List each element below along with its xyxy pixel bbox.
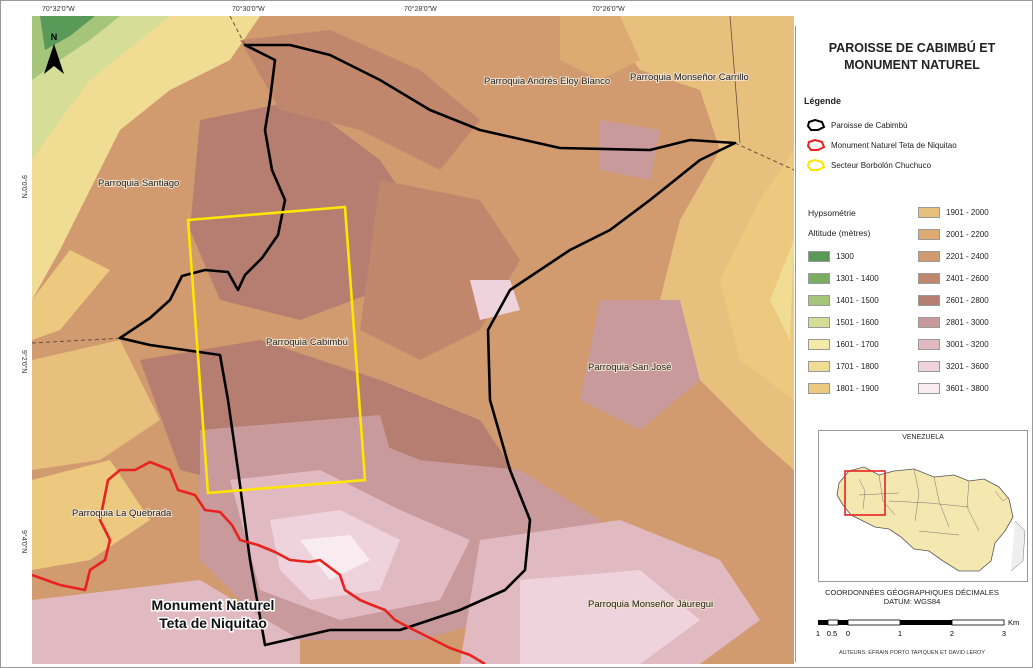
parish-boundary-cabimbu[interactable] [118, 43, 737, 647]
hypsometry-class: 3201 - 3600 [918, 360, 989, 372]
scale-bar: 1 0.5 0 1 2 3 Km [816, 618, 1019, 638]
hypsometry-label: 2401 - 2600 [946, 273, 989, 283]
hypsometry-class: 1901 - 2000 [918, 206, 989, 218]
coord-top-1: 70°32'0"W [42, 5, 75, 13]
legend-panel: PAROISSE DE CABIMBÚ ET MONUMENT NATUREL … [795, 26, 1028, 662]
label-andres-bello: Parroquia Andrés Eloy Blanco [484, 76, 610, 87]
north-arrow-icon: N [44, 32, 64, 74]
coordinate-labels: 70°32'0"W 70°30'0"W 70°28'0"W 70°26'0"W … [20, 5, 625, 553]
hypsometry-class: 1401 - 1500 [808, 294, 879, 306]
hypsometry-class: 2601 - 2800 [918, 294, 989, 306]
hypsometry-swatch [918, 294, 940, 306]
inset-title: VENEZUELA [902, 434, 944, 441]
hypsometry-swatch [808, 338, 830, 350]
hypsometry-class: 3001 - 3200 [918, 338, 989, 350]
svg-text:Km: Km [1008, 618, 1019, 627]
hypsometry-swatch [918, 382, 940, 394]
coord-top-2: 70°30'0"W [232, 5, 265, 13]
hypsometry-class: 1601 - 1700 [808, 338, 879, 350]
hypsometry-class: 1501 - 1600 [808, 316, 879, 328]
sector-outline-icon [806, 158, 826, 171]
hypsometry-swatch [918, 316, 940, 328]
hypsometry-label: 3601 - 3800 [946, 383, 989, 393]
monument-label-line1: Monument Naturel [152, 597, 275, 613]
inset-highlight-box [844, 470, 886, 516]
monument-boundary[interactable] [32, 460, 486, 664]
hypsometry-label: 1701 - 1800 [836, 361, 879, 371]
coord-left-3: 9°4'0"N [20, 530, 28, 553]
hypsometry-swatch [808, 382, 830, 394]
hypsometry-label: 1401 - 1500 [836, 295, 879, 305]
hypsometry-class: 2801 - 3000 [918, 316, 989, 328]
label-santiago: Parroquia Santiago [98, 178, 179, 189]
hypsometry-label: 1801 - 1900 [836, 383, 879, 393]
parish-outline-icon [806, 118, 826, 131]
hypsometry-heading: Hypsométrie [808, 208, 856, 218]
hypsometry-label: 2201 - 2400 [946, 251, 989, 261]
boundaries-layer [32, 16, 794, 664]
hypsometry-swatch [808, 272, 830, 284]
label-monsenor-carrillo: Parroquia Monseñor Carrillo [630, 72, 749, 83]
coord-top-3: 70°28'0"W [404, 5, 437, 13]
hypsometry-class: 3601 - 3800 [918, 382, 989, 394]
coord-left-2: 9°2'0"N [20, 350, 28, 373]
parish-labels: Parroquia Andrés Eloy Blanco Parroquia M… [71, 71, 750, 633]
altitude-heading: Altitude (mètres) [808, 228, 871, 238]
hypsometry-class: 1801 - 1900 [808, 382, 879, 394]
hypsometry-swatch [918, 272, 940, 284]
terrain-layer [32, 16, 794, 664]
hypsometry-swatch [918, 360, 940, 372]
hypsometry-class: 2001 - 2200 [918, 228, 989, 240]
coord-left-1: 9°0'0"N [20, 175, 28, 198]
hypsometry-label: 2801 - 3000 [946, 317, 989, 327]
legend-item-monument: Monument Naturel Teta de Niquitao [806, 138, 957, 152]
hypsometry-class: 1301 - 1400 [808, 272, 879, 284]
hypsometry-class: 1701 - 1800 [808, 360, 879, 372]
hypsometry-swatch [918, 338, 940, 350]
hypsometry-label: 1300 [836, 251, 854, 261]
label-monsenor-jauregui: Parroquia Monseñor Jáuregui [588, 599, 713, 610]
map-canvas[interactable]: 70°32'0"W 70°30'0"W 70°28'0"W 70°26'0"W … [0, 0, 795, 668]
label-san-jose: Parroquia San José [588, 362, 671, 373]
hypsometry-swatch [808, 294, 830, 306]
hypsometry-label: 2001 - 2200 [946, 229, 989, 239]
hypsometry-label: 3001 - 3200 [946, 339, 989, 349]
hypsometry-swatch [808, 360, 830, 372]
hypsometry-label: 1501 - 1600 [836, 317, 879, 327]
monument-label-line2: Teta de Niquitao [159, 615, 267, 631]
coordinate-note: COORDONNÉES GÉOGRAPHIQUES DÉCIMALES DATU… [825, 588, 999, 606]
svg-text:1: 1 [898, 629, 902, 638]
svg-text:N: N [51, 32, 58, 42]
venezuela-inset-map: VENEZUELA [818, 430, 1028, 582]
svg-text:3: 3 [1002, 629, 1006, 638]
hypsometry-class: 2201 - 2400 [918, 250, 989, 262]
coord-top-4: 70°26'0"W [592, 5, 625, 13]
author-credit: AUTEURS: EFRAIN PORTO TAPIQUEN ET DAVID … [838, 650, 986, 656]
legend-item-parish: Paroisse de Cabimbú [806, 118, 907, 132]
hypsometry-swatch [918, 228, 940, 240]
hypsometry-class: 1300 [808, 250, 854, 262]
legend-item-sector: Secteur Borbolón Chuchuco [806, 158, 931, 172]
hypsometry-label: 3201 - 3600 [946, 361, 989, 371]
hypsometry-swatch [808, 250, 830, 262]
hypsometry-swatch [918, 250, 940, 262]
label-la-quebrada: Parroquia La Quebrada [72, 508, 172, 519]
hypsometry-label: 2601 - 2800 [946, 295, 989, 305]
legend-heading: Légende [804, 96, 842, 106]
hypsometry-label: 1301 - 1400 [836, 273, 879, 283]
sector-borbolon[interactable] [186, 205, 367, 495]
label-cabimbu: Parroquia Cabimbú [266, 337, 348, 348]
svg-text:1: 1 [816, 629, 820, 638]
map-title: PAROISSE DE CABIMBÚ ET MONUMENT NATUREL [828, 41, 996, 72]
hypsometry-label: 1601 - 1700 [836, 339, 879, 349]
hypsometry-class: 2401 - 2600 [918, 272, 989, 284]
hypsometry-swatch [918, 206, 940, 218]
hypsometry-swatch [808, 316, 830, 328]
monument-outline-icon [806, 138, 826, 151]
venezuela-outline-icon [836, 466, 1026, 572]
svg-text:0.5: 0.5 [827, 629, 837, 638]
svg-text:2: 2 [950, 629, 954, 638]
hypsometry-label: 1901 - 2000 [946, 207, 989, 217]
svg-text:0: 0 [846, 629, 850, 638]
